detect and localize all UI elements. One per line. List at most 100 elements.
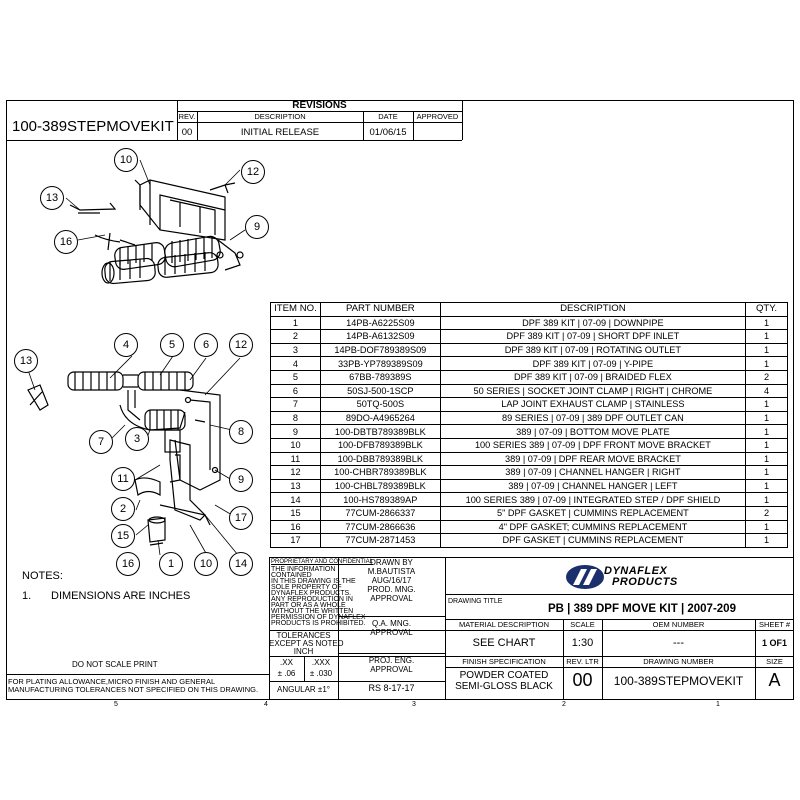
bom-item-cell: 1 [270, 315, 321, 331]
tb-line [269, 681, 445, 682]
tolerances-label: TOLERANCES [276, 631, 331, 640]
balloon-bottom-13: 13 [14, 349, 38, 373]
bom-qty-cell: 1 [745, 492, 788, 507]
bom-header-description: DESCRIPTION [439, 302, 747, 317]
company-name-line1: DYNAFLEX [604, 565, 668, 577]
rev-ltr-value: 00 [572, 670, 593, 690]
bom-qty-cell: 1 [745, 410, 788, 426]
bom-header-part: PART NUMBER [319, 302, 441, 317]
tb-line [338, 616, 445, 617]
plating-note-line1: FOR PLATING ALLOWANCE,MICRO FINISH AND G… [8, 677, 216, 686]
tb-line [445, 557, 446, 700]
tb-line [269, 557, 270, 700]
bom-qty-cell: 1 [745, 315, 788, 331]
bom-part-cell: 89DO-A4965264 [319, 410, 441, 426]
bom-item-cell: 7 [270, 397, 321, 412]
bom-part-cell: 14PB-DOF789389S09 [319, 342, 441, 358]
finish-label: FINISH SPECIFICATION [462, 657, 546, 666]
plating-note-line2: MANUFACTURING TOLERANCES NOT SPECIFIED O… [8, 685, 259, 694]
proprietary-line: PRODUCTS IS PROHIBITED. [271, 620, 366, 627]
bom-qty-cell: 1 [745, 329, 788, 344]
balloon-top-16: 16 [54, 230, 78, 254]
oem-value: --- [673, 637, 684, 649]
bom-part-cell: 67BB-789389S [319, 369, 441, 385]
proprietary-line: ANY REPRODUCTION IN [271, 596, 353, 603]
proprietary-line: PERMISSION OF DYNAFLEX [271, 614, 366, 621]
tolerances-except-label: EXCEPT AS NOTED [269, 639, 344, 648]
tb-line [755, 619, 756, 700]
bom-item-cell: 2 [270, 329, 321, 344]
bom-qty-cell: 2 [745, 505, 788, 521]
notes-title: NOTES: [22, 570, 63, 582]
bom-item-cell: 8 [270, 410, 321, 426]
balloon-top-9: 9 [245, 215, 269, 239]
zone-marker: 5 [114, 701, 118, 708]
balloon-bottom-11: 11 [111, 467, 135, 491]
bom-part-cell: 100-HS789389AP [319, 492, 441, 507]
bom-item-cell: 5 [270, 369, 321, 385]
proprietary-line: CONTAINED [271, 572, 312, 579]
material-value: SEE CHART [472, 637, 536, 649]
rev-col-line [413, 111, 414, 140]
drawing-number: 100-389STEPMOVEKIT [613, 674, 744, 688]
tb-line [445, 619, 794, 620]
bom-item-cell: 9 [270, 424, 321, 439]
balloon-bottom-12: 12 [229, 333, 253, 357]
bom-qty-cell: 1 [745, 451, 788, 467]
top-leader-lines [65, 159, 246, 241]
bom-description-cell: DPF 389 KIT | 07-09 | SHORT DPF INLET [439, 329, 747, 344]
bom-part-cell: 100-CHBL789389BLK [319, 478, 441, 494]
proj-eng-value: RS 8-17-17 [368, 683, 415, 693]
tb-line [445, 667, 794, 668]
company-name-line2: PRODUCTS [612, 576, 678, 588]
bom-description-cell: 89 SERIES | 07-09 | 389 DPF OUTLET CAN [439, 410, 747, 426]
proprietary-line: THE INFORMATION [271, 566, 336, 573]
bom-qty-cell: 1 [745, 356, 788, 371]
bom-part-cell: 77CUM-2866636 [319, 519, 441, 535]
bottom-assembly-drawing [27, 371, 221, 546]
rev-header: REV. [178, 112, 196, 121]
proj-eng-approval-label: APPROVAL [370, 665, 413, 674]
rev-ltr-label: REV. LTR [566, 657, 599, 666]
rev-approved-header: APPROVED [416, 112, 459, 121]
zone-marker: 2 [562, 701, 566, 708]
top-assembly-drawing [69, 179, 244, 285]
proprietary-line: SOLE PROPERTY OF [271, 584, 342, 591]
balloon-bottom-8: 8 [229, 420, 253, 444]
balloon-bottom-4: 4 [114, 333, 138, 357]
bom-item-cell: 13 [270, 478, 321, 494]
finish-line1: POWDER COATED [459, 670, 549, 681]
finish-line2: SEMI-GLOSS BLACK [455, 681, 553, 692]
do-not-scale-note: DO NOT SCALE PRINT [72, 660, 158, 669]
balloon-bottom-5: 5 [160, 333, 184, 357]
sheet-value: 1 OF1 [761, 638, 787, 648]
bom-description-cell: 4" DPF GASKET; CUMMINS REPLACEMENT [439, 519, 747, 535]
tb-line [269, 557, 794, 558]
tb-line [445, 594, 794, 595]
bom-description-cell: DPF 389 KIT | 07-09 | BRAIDED FLEX [439, 369, 747, 385]
drawing-number-label: DRAWING NUMBER [643, 657, 714, 666]
tb-line [445, 656, 794, 657]
bom-item-cell: 17 [270, 533, 321, 548]
drawing-id-top: 100-389STEPMOVEKIT [12, 118, 174, 135]
tb-line [269, 630, 445, 631]
notes-divider [6, 674, 269, 675]
proprietary-line: DYNAFLEX PRODUCTS. [271, 590, 352, 597]
bom-description-cell: DPF GASKET | CUMMINS REPLACEMENT [439, 533, 747, 548]
qa-approval-label: APPROVAL [370, 628, 413, 637]
zone-marker: 4 [264, 701, 268, 708]
scale-value: 1:30 [571, 637, 594, 649]
zone-marker: 1 [716, 701, 720, 708]
rev-block-left-line [177, 100, 178, 140]
bom-part-cell: 77CUM-2866337 [319, 505, 441, 521]
bom-description-cell: DPF 389 KIT | 07-09 | DOWNPIPE [439, 315, 747, 331]
bom-qty-cell: 2 [745, 369, 788, 385]
bom-header-item: ITEM NO. [270, 302, 321, 317]
proprietary-title: PROPRIETARY AND CONFIDENTIAL [271, 559, 374, 565]
